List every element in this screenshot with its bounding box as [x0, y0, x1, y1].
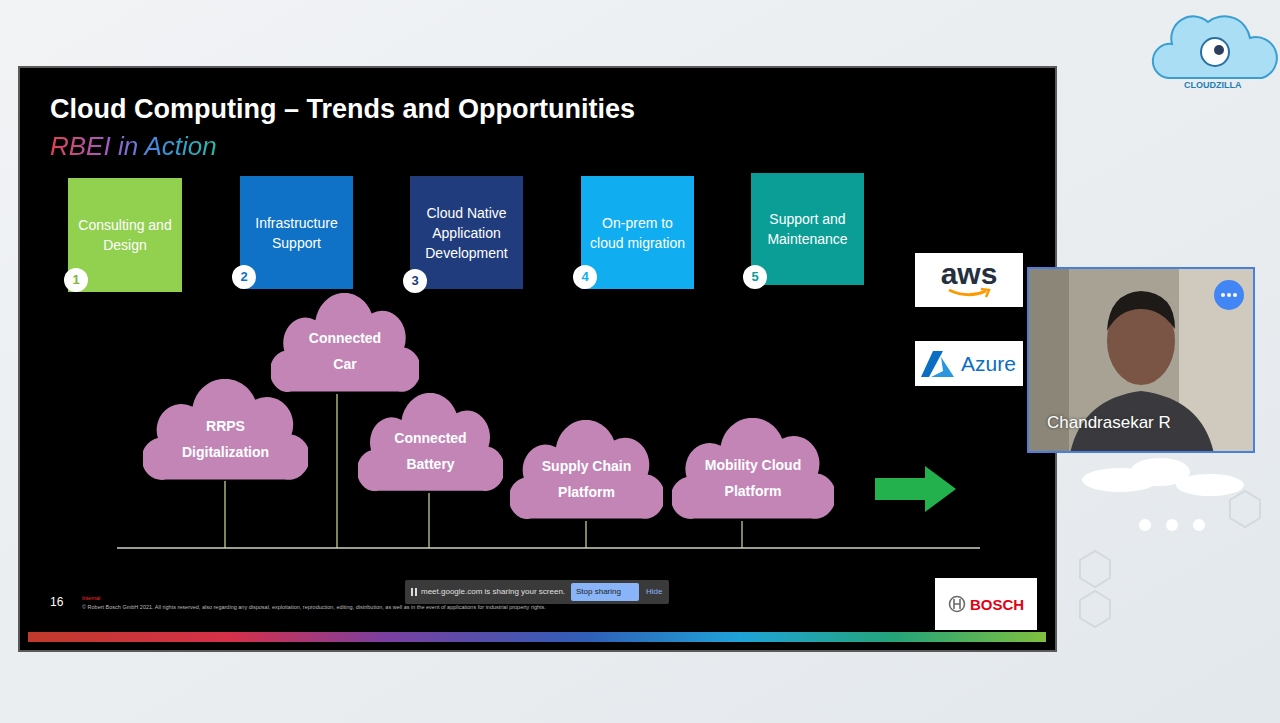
- menu-dot: [1227, 293, 1231, 297]
- node-label: On-prem to cloud migration: [587, 213, 688, 253]
- cloud-label: Connected Battery: [381, 410, 481, 477]
- timeline-base: [117, 547, 980, 548]
- cloud-label: Mobility Cloud Platform: [697, 436, 809, 504]
- menu-button: [1214, 280, 1244, 310]
- logo-wordmark: CLOUDZILLA: [1184, 80, 1242, 90]
- share-notice: meet.google.com is sharing your screen.: [421, 587, 565, 596]
- rainbow-bar: [28, 632, 1046, 642]
- node-label: Azure: [961, 352, 1016, 376]
- bosch-logo: BOSCH: [935, 578, 1037, 630]
- cloud-outline: [143, 379, 308, 480]
- stop-button: [571, 583, 639, 601]
- hide-link: Hide: [646, 587, 662, 596]
- video-tile: Chandrasekar R: [1027, 267, 1255, 453]
- slide-ground: [20, 68, 1055, 650]
- cloud-label: Connected Car: [300, 311, 390, 378]
- cloud-label: RRPS Digitalization: [171, 397, 281, 466]
- aws-smile-curve: [949, 290, 986, 295]
- participant-name: Chandrasekar R: [1047, 413, 1171, 433]
- slide-title: Cloud Computing – Trends and Opportuniti…: [50, 92, 635, 126]
- person-hair: [1107, 291, 1175, 331]
- service-box: Cloud Native Application Development: [410, 176, 523, 289]
- azure-icon: [921, 349, 955, 379]
- bosch-icon: [948, 595, 966, 613]
- aws-logo: aws: [915, 253, 1023, 307]
- cloud-outline: [358, 393, 503, 491]
- callout-number: 1: [64, 268, 88, 292]
- project-cloud: Supply Chain Platform: [510, 420, 663, 522]
- callout-number: 3: [403, 269, 427, 293]
- service-box: Support and Maintenance: [751, 173, 864, 285]
- azure-logo: Azure: [915, 341, 1023, 386]
- pause-icon: [411, 588, 413, 596]
- aws-smile-head: [981, 289, 989, 297]
- green-arrow: [875, 466, 956, 512]
- bosch-icon-armature: [954, 599, 960, 609]
- cloud-decor: [1082, 458, 1244, 531]
- callout-number: 4: [573, 265, 597, 289]
- cloud-outline: [510, 420, 663, 519]
- node-label: Infrastructure Support: [246, 213, 347, 253]
- menu-dot: [1221, 293, 1225, 297]
- menu-dot: [1233, 293, 1237, 297]
- hexagon-decor: [1080, 491, 1260, 627]
- pause-icon: [415, 588, 417, 596]
- project-cloud: RRPS Digitalization: [143, 379, 308, 483]
- service-box: On-prem to cloud migration: [581, 176, 694, 289]
- node-label: Consulting and Design: [74, 215, 176, 255]
- node-label: BOSCH: [970, 596, 1024, 613]
- cloud-outline: [672, 418, 834, 519]
- classification: Internal: [82, 595, 100, 601]
- service-box: Infrastructure Support: [240, 176, 353, 289]
- subtitle: RBEI in Action: [50, 130, 217, 162]
- cloud-outline: [271, 293, 419, 392]
- slide-shadow: [18, 66, 1057, 652]
- project-cloud: Connected Car: [271, 293, 419, 395]
- callout-number: 2: [232, 265, 256, 289]
- cloud-label: Supply Chain Platform: [534, 437, 639, 504]
- share-bar: [405, 580, 669, 604]
- node-label: Cloud Native Application Development: [416, 203, 517, 263]
- bosch-icon-ring: [949, 597, 964, 612]
- project-cloud: Mobility Cloud Platform: [672, 418, 834, 522]
- stop-sharing-button: Stop sharing: [576, 587, 621, 596]
- callout-number: 5: [743, 265, 767, 289]
- node-label: aws: [941, 259, 998, 289]
- page-number: 16: [50, 595, 63, 609]
- azure-icon-part: [931, 357, 954, 377]
- node-label: Support and Maintenance: [757, 209, 858, 249]
- cloudzilla-logo: [1153, 16, 1277, 78]
- project-cloud: Connected Battery: [358, 393, 503, 494]
- copyright-note: © Robert Bosch GmbH 2021. All rights res…: [82, 604, 546, 610]
